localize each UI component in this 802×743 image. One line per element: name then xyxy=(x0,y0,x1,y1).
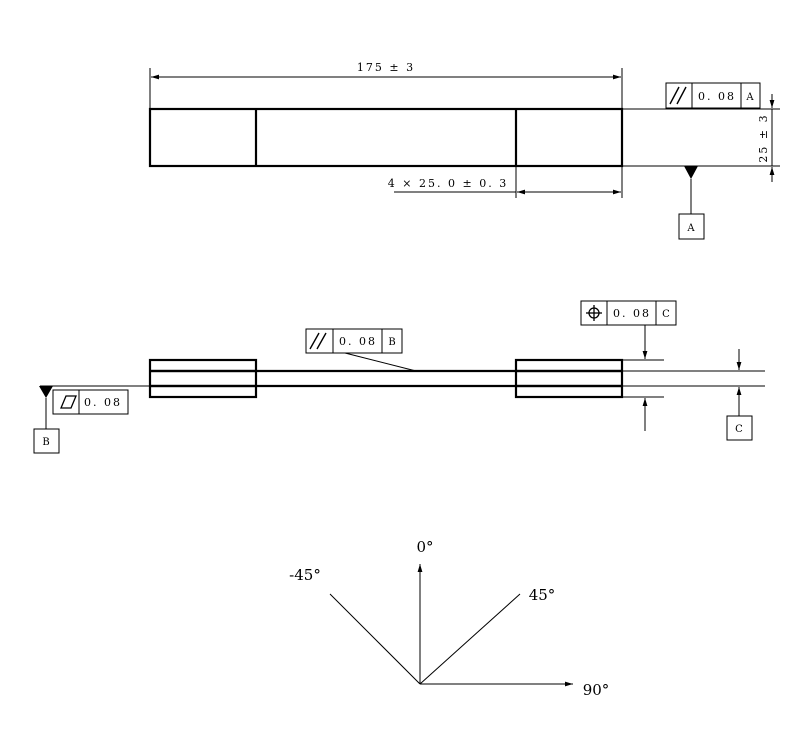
ray-45 xyxy=(419,593,521,685)
ray-minus45 xyxy=(329,593,421,685)
width-dimension: 25 ± 3 xyxy=(622,94,780,182)
datum-b-label: B xyxy=(42,437,49,448)
fcf-b-tolerance: 0. 08 xyxy=(339,335,377,348)
fcf-parallelism-b: 0. 08 B xyxy=(305,328,417,372)
position-icon xyxy=(586,305,602,321)
datum-b-symbol: B xyxy=(33,386,60,454)
specimen-outline xyxy=(148,107,624,168)
angle-label-0: 0° xyxy=(416,538,433,556)
fcf-position-c: 0. 08 C xyxy=(580,300,677,326)
datum-a-symbol: A xyxy=(678,166,705,240)
fcf-flatness-tolerance: 0. 08 xyxy=(84,396,122,409)
fcf-c-datum: C xyxy=(662,309,670,320)
angle-label-90: 90° xyxy=(583,681,610,699)
overall-length-dimension: 175 ± 3 xyxy=(149,61,623,109)
fcf-flatness: 0. 08 xyxy=(52,389,129,415)
tab-length-dimension: 4 × 25. 0 ± 0. 3 xyxy=(388,166,623,198)
fcf-a-datum: A xyxy=(745,92,754,103)
angle-label-45: 45° xyxy=(529,586,556,604)
flatness-icon xyxy=(60,395,77,409)
fcf-b-datum: B xyxy=(388,337,395,348)
fcf-parallelism-a: 0. 08 A xyxy=(665,82,761,109)
fcf-a-tolerance: 0. 08 xyxy=(698,90,736,103)
fcf-c-tolerance: 0. 08 xyxy=(613,307,651,320)
parallelism-icon xyxy=(669,86,687,105)
side-view: 0. 08 B 0. 08 C xyxy=(33,300,765,454)
datum-c-symbol: C xyxy=(726,410,753,441)
parallelism-icon xyxy=(309,332,327,350)
tab-thickness-dimension xyxy=(622,325,664,431)
datum-a-label: A xyxy=(686,223,695,234)
angle-label-minus45: -45° xyxy=(289,566,321,584)
angle-diagram: -45° 0° 45° 90° xyxy=(289,538,609,699)
right-tab xyxy=(514,358,624,399)
overall-length-label: 175 ± 3 xyxy=(357,61,415,74)
tab-length-label: 4 × 25. 0 ± 0. 3 xyxy=(388,177,508,190)
top-view: 175 ± 3 25 ± 3 4 × 25. 0 ± 0. 3 xyxy=(148,61,780,240)
left-tab xyxy=(148,358,258,399)
width-label: 25 ± 3 xyxy=(757,113,770,162)
datum-c-label: C xyxy=(735,424,743,435)
